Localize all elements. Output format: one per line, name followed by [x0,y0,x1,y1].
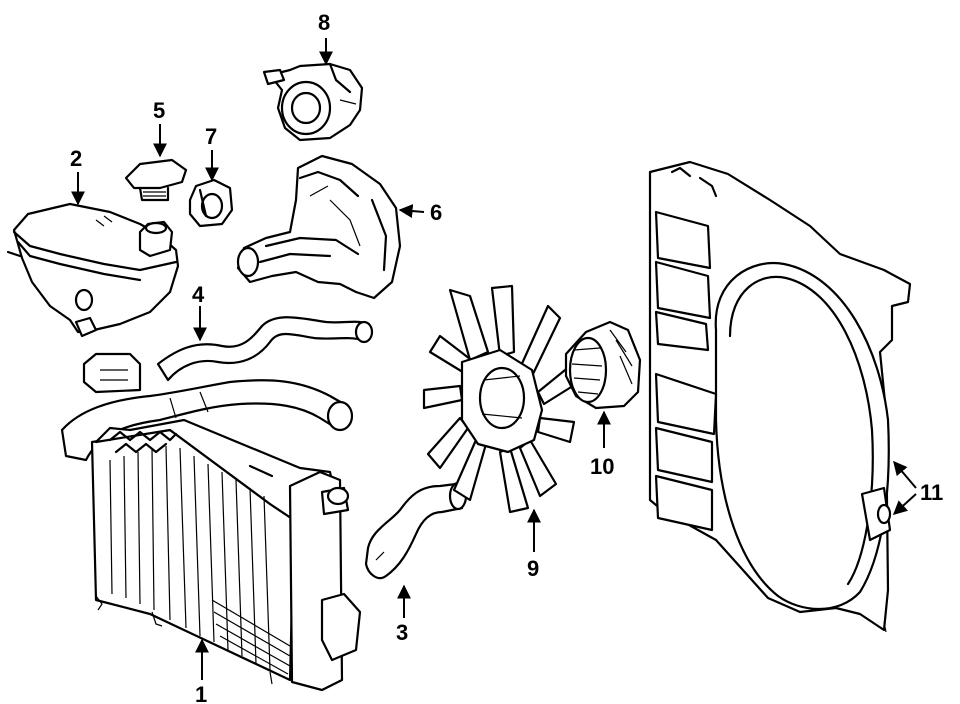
fitting [188,178,234,228]
leader-lines [71,38,917,680]
callout-7: 7 [205,124,217,149]
fan-clutch [564,320,642,410]
radiator-outlet-hose [60,379,354,462]
callout-11: 11 [920,480,943,505]
callout-4: 4 [192,282,205,307]
callout-6: 6 [430,200,442,225]
upper-hose [156,316,374,382]
callout-9: 9 [527,556,539,581]
cooling-fan [422,284,578,514]
callout-3: 3 [396,620,408,645]
thermostat-housing [262,62,364,142]
water-pump [236,154,402,300]
callout-10: 10 [590,454,614,479]
radiator-core-fins [109,445,291,675]
expansion-tank [6,202,180,338]
fan-shroud [648,160,912,633]
coolant-cap [124,158,188,202]
callout-8: 8 [318,10,330,35]
radiator [82,352,362,692]
callout-labels: 1 2 3 4 5 6 7 8 9 10 11 [70,10,943,704]
callout-2: 2 [70,146,82,171]
callout-1: 1 [195,682,207,704]
lower-hose [364,481,468,580]
callout-5: 5 [153,98,165,123]
